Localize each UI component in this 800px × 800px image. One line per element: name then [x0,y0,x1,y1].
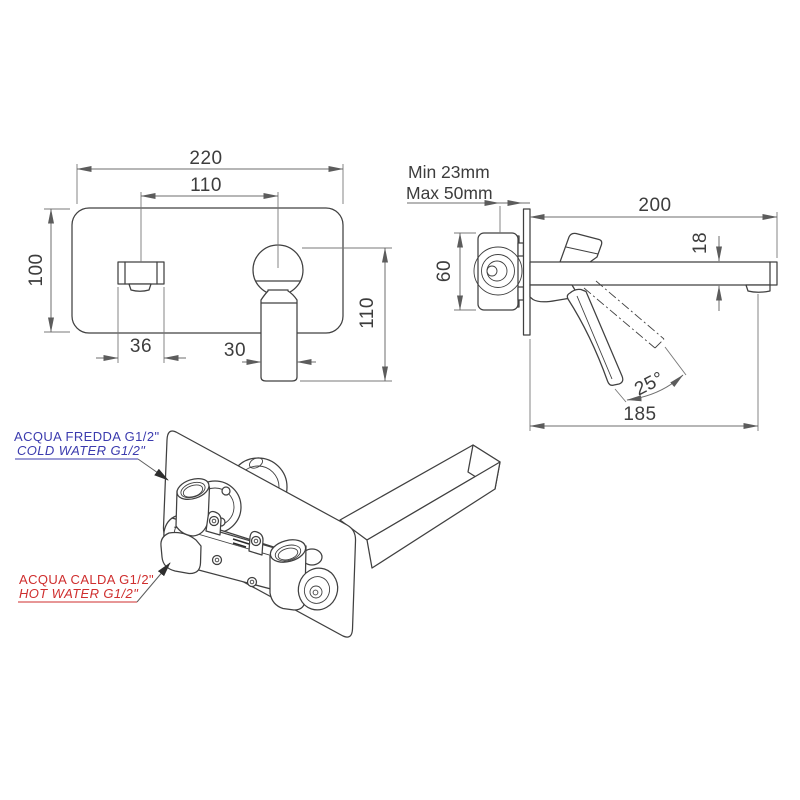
dim-side-wall-depth: Min 23mm Max 50mm [406,162,530,233]
cold-water-label-line2: COLD WATER G1/2" [17,443,146,458]
dim-front-handle-length: 110 [300,247,392,382]
rear-side-boss [297,567,339,611]
dim-label: 30 [224,340,246,361]
dim-label-max: Max 50mm [406,183,493,203]
dim-side-handle-angle: 25° [614,346,687,403]
dim-front-handle-width: 30 [224,340,316,365]
hot-water-leader [136,562,171,603]
rear-bracket-lugs [205,510,264,556]
side-handle-open-position [583,280,665,349]
dim-label: 60 [434,260,455,282]
side-wall-plate [522,208,531,336]
side-view: Min 23mm Max 50mm 200 18 60 [406,162,778,431]
dim-label: 25° [631,368,667,400]
dim-label: 185 [623,404,656,425]
hot-water-label-line1: ACQUA CALDA G1/2" [19,572,154,587]
cold-water-label: ACQUA FREDDA G1/2" COLD WATER G1/2" [14,429,169,481]
dim-front-total-width: 220 [76,148,344,204]
front-handle-stem [260,289,298,382]
dim-label-min: Min 23mm [408,162,490,182]
side-spout-aerator [745,284,771,293]
dim-label: 110 [190,175,222,196]
front-spout-aerator [128,283,152,292]
hot-water-label: ACQUA CALDA G1/2" HOT WATER G1/2" [18,562,171,603]
front-view: 220 110 100 110 36 [26,148,392,382]
side-lever-cap [559,232,603,263]
dim-label: 110 [357,297,378,329]
dim-side-spout-reach: 200 [529,195,778,258]
rear-hot-inlet [269,539,307,611]
dim-label: 100 [26,253,47,286]
side-spout [529,261,778,293]
hot-water-label-line2: HOT WATER G1/2" [19,586,139,601]
rear-3d-view: ACQUA FREDDA G1/2" COLD WATER G1/2" ACQU… [14,429,501,638]
side-handle-lever [566,288,624,386]
cold-water-leader [137,458,169,481]
dim-side-body-height: 60 [434,232,476,311]
cold-water-label-line1: ACQUA FREDDA G1/2" [14,429,159,444]
dim-label: 36 [130,336,152,357]
front-handle [252,244,304,382]
rear-engraving [232,538,250,548]
rear-spout [339,444,501,569]
rear-body [160,478,339,611]
dim-label: 18 [690,232,711,254]
dim-side-outlet-reach: 185 [529,294,759,431]
side-valve-body [473,232,525,311]
dim-front-center-distance: 110 [140,175,279,268]
dim-front-spout-width: 36 [96,287,186,363]
rear-hot-elbow [160,531,202,575]
dim-label: 220 [189,148,222,169]
dim-side-spout-height: 18 [690,232,722,311]
dim-label: 200 [638,195,671,216]
dim-front-plate-height: 100 [26,208,70,333]
